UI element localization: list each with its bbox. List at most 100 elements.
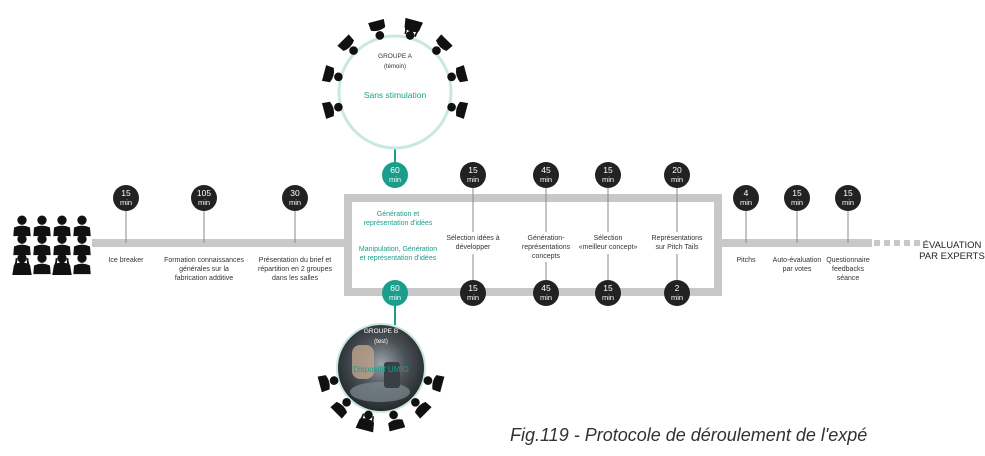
duration-value: 60 xyxy=(390,165,400,175)
duration-unit: min xyxy=(389,293,401,302)
person-icon xyxy=(53,215,71,237)
step-label: séance xyxy=(837,275,860,282)
duration-bubble xyxy=(113,185,139,211)
duration-bubble-top xyxy=(460,162,486,188)
step-questionnaire: 15 min Questionnaire feedbacks séance xyxy=(826,185,870,282)
step-presentation-brief: 30 min Présentation du brief et répartit… xyxy=(258,185,332,282)
person-icon xyxy=(53,234,71,256)
duration-unit: min xyxy=(602,293,614,302)
duration-value: 15 xyxy=(603,165,613,175)
step-label: sur Pitch Tails xyxy=(655,244,699,251)
person-icon xyxy=(388,410,406,432)
female-person-icon xyxy=(12,253,32,276)
duration-bubble-bottom xyxy=(533,280,559,306)
duration-unit: min xyxy=(671,293,683,302)
photo-object xyxy=(384,362,400,388)
dashed-track-end xyxy=(874,240,920,246)
duration-bubble xyxy=(191,185,217,211)
step-label: répartition en 2 groupes xyxy=(258,266,332,273)
group-b-name: GROUPE B xyxy=(364,328,398,335)
step-label: représentations xyxy=(522,244,571,251)
duration-bubble-top xyxy=(595,162,621,188)
female-person-icon xyxy=(355,410,375,433)
participants-group xyxy=(12,215,91,276)
female-person-icon xyxy=(404,17,423,40)
step-pitchs: 4 min Pitchs xyxy=(733,185,759,264)
step-ice-breaker: 15 min Ice breaker xyxy=(108,185,144,264)
duration-unit: min xyxy=(289,198,301,207)
duration-value: 45 xyxy=(541,283,551,293)
duration-unit: min xyxy=(198,198,210,207)
duration-value: 15 xyxy=(468,165,478,175)
step-label: Présentation du brief et xyxy=(259,257,331,264)
step-auto-evaluation: 15 min Auto-évaluation par votes xyxy=(773,185,822,273)
stage-label-top: Génération et xyxy=(377,211,419,218)
group-a-name: GROUPE A xyxy=(378,53,413,60)
duration-bubble-bottom xyxy=(382,280,408,306)
step-label: Auto-évaluation xyxy=(773,257,822,264)
stage-label-bottom: et représentation d'idées xyxy=(360,255,437,262)
duration-unit: min xyxy=(389,175,401,184)
group-split-frame xyxy=(344,194,722,296)
person-icon xyxy=(447,65,469,83)
group-b-circle: GROUPE B (test) Dispositif UMIO xyxy=(336,303,426,413)
person-icon xyxy=(73,253,91,275)
duration-unit: min xyxy=(740,198,752,207)
duration-value: 105 xyxy=(197,188,211,198)
duration-bubble xyxy=(282,185,308,211)
person-icon xyxy=(317,375,339,393)
duration-bubble xyxy=(835,185,861,211)
group-b-condition: Dispositif UMIO xyxy=(353,365,409,374)
duration-unit: min xyxy=(120,198,132,207)
step-label: Sélection idées à xyxy=(446,235,499,242)
stage-label-top: représentation d'idées xyxy=(364,220,433,227)
step-label: Représentations xyxy=(652,235,703,242)
stage-generation: 60 min Génération et représentation d'id… xyxy=(359,162,437,306)
duration-unit: min xyxy=(540,293,552,302)
step-label: Pitchs xyxy=(736,257,756,264)
person-icon xyxy=(447,101,469,119)
figure-caption: Fig.119 - Protocole de déroulement de l'… xyxy=(510,425,868,445)
duration-unit: min xyxy=(671,175,683,184)
duration-value: 15 xyxy=(468,283,478,293)
group-a-note: (témoin) xyxy=(384,64,406,70)
final-evaluation: ÉVALUATION PAR EXPERTS xyxy=(919,240,985,262)
person-icon xyxy=(368,18,386,40)
person-icon xyxy=(73,215,91,237)
duration-bubble xyxy=(784,185,810,211)
person-icon xyxy=(330,398,351,419)
duration-value: 15 xyxy=(121,188,131,198)
step-label: Formation connaissances xyxy=(164,257,244,264)
step-label: feedbacks xyxy=(832,266,864,273)
step-label: Questionnaire xyxy=(826,257,870,264)
group-a-members xyxy=(321,17,469,119)
step-selection-concept: 15 min Sélection «meilleur concept» 15 m… xyxy=(579,162,637,306)
duration-bubble-top xyxy=(382,162,408,188)
step-label: fabrication additive xyxy=(175,275,233,282)
duration-value: 30 xyxy=(290,188,300,198)
duration-value: 60 xyxy=(390,283,400,293)
group-a-circle: GROUPE A (témoin) Sans stimulation xyxy=(337,34,453,174)
person-icon xyxy=(13,215,31,237)
step-pitch-tails: 20 min Représentations sur Pitch Tails 2… xyxy=(648,162,706,306)
step-label: Ice breaker xyxy=(108,257,144,264)
duration-value: 2 xyxy=(675,283,680,293)
duration-value: 15 xyxy=(792,188,802,198)
duration-bubble xyxy=(733,185,759,211)
duration-bubble-bottom xyxy=(664,280,690,306)
duration-bubble-bottom xyxy=(595,280,621,306)
step-label: générales sur la xyxy=(179,266,229,273)
step-label: Génération- xyxy=(528,235,566,242)
person-icon xyxy=(432,34,453,55)
duration-value: 15 xyxy=(603,283,613,293)
person-icon xyxy=(73,234,91,256)
duration-value: 4 xyxy=(744,188,749,198)
group-b-members xyxy=(317,375,445,433)
step-selection-idees: 15 min Sélection idées à développer 15 m… xyxy=(446,162,500,306)
duration-unit: min xyxy=(842,198,854,207)
step-label: Sélection xyxy=(594,235,623,242)
duration-value: 20 xyxy=(672,165,682,175)
group-a-condition: Sans stimulation xyxy=(364,90,427,100)
duration-unit: min xyxy=(540,175,552,184)
